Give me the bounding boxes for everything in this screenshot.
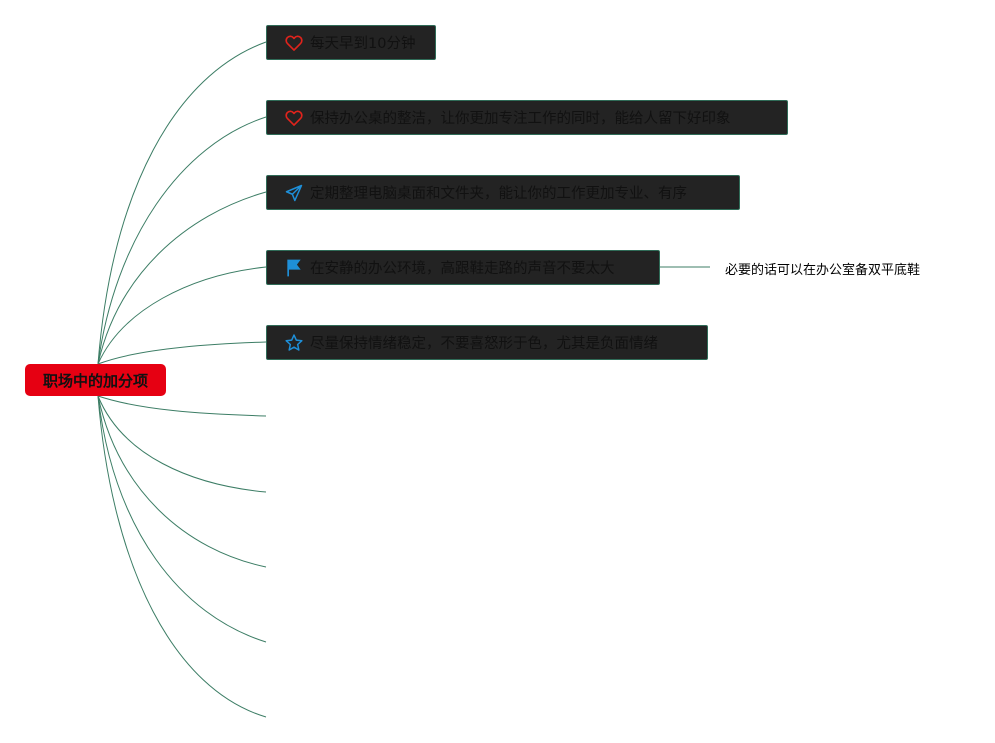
- topic-stable-emotions[interactable]: 尽量保持情绪稳定，不要喜怒形于色，尤其是负面情绪: [266, 325, 708, 360]
- topic-label: 保持办公桌的整洁，让你更加专注工作的同时，能给人留下好印象: [310, 111, 731, 127]
- topic-organize-files[interactable]: 定期整理电脑桌面和文件夹，能让你的工作更加专业、有序: [266, 175, 740, 210]
- branch-line-3: [97, 191, 267, 365]
- branch-line-5: [97, 341, 267, 365]
- central-topic-label: 职场中的加分项: [42, 371, 148, 390]
- paper-plane-icon: [284, 183, 304, 203]
- topic-label: 定期整理电脑桌面和文件夹，能让你的工作更加专业、有序: [310, 186, 687, 202]
- branch-line-8: [97, 395, 267, 568]
- branch-line-7: [97, 395, 267, 493]
- heart-icon: [284, 33, 304, 53]
- topic-tidy-desk[interactable]: 保持办公桌的整洁，让你更加专注工作的同时，能给人留下好印象: [266, 100, 788, 135]
- branch-line-9: [97, 395, 267, 643]
- topic-label: 在安静的办公环境，高跟鞋走路的声音不要太大: [310, 261, 615, 277]
- heart-icon: [284, 108, 304, 128]
- topic-label: 每天早到10分钟: [310, 36, 416, 52]
- branch-line-6: [97, 395, 267, 417]
- topic-label: 尽量保持情绪稳定，不要喜怒形于色，尤其是负面情绪: [310, 336, 658, 352]
- star-icon: [284, 333, 304, 353]
- central-topic[interactable]: 职场中的加分项: [25, 364, 166, 396]
- topic-arrive-early[interactable]: 每天早到10分钟: [266, 25, 436, 60]
- branch-line-10: [97, 395, 267, 718]
- subtopic-label: 必要的话可以在办公室备双平底鞋: [725, 263, 921, 278]
- branch-line-1: [97, 41, 267, 365]
- flag-icon: [284, 258, 304, 278]
- branch-line-4: [97, 266, 267, 365]
- subtopic-flat-shoes[interactable]: 必要的话可以在办公室备双平底鞋: [725, 259, 920, 278]
- branch-line-2: [97, 116, 267, 365]
- topic-quiet-heels[interactable]: 在安静的办公环境，高跟鞋走路的声音不要太大: [266, 250, 660, 285]
